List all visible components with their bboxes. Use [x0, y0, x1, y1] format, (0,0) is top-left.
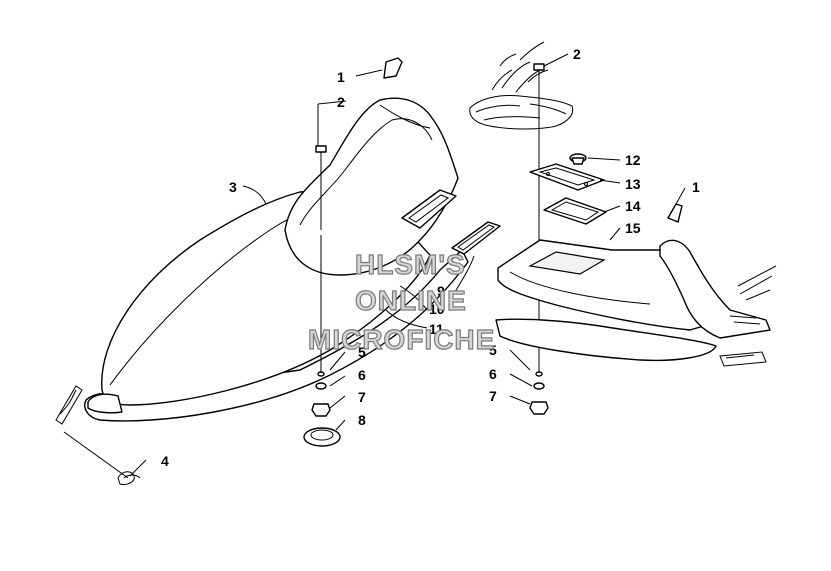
part-5-washer-right [535, 371, 543, 377]
callout-10: 10 [429, 301, 445, 317]
backrest-vent-opening [401, 189, 457, 229]
part-8-grommet [303, 427, 341, 447]
part-1-pad-right [667, 203, 683, 223]
callout-13: 13 [625, 176, 641, 192]
callout-7-left: 7 [358, 389, 366, 405]
backrest-inner-contour [299, 118, 433, 226]
hand-illustration [469, 41, 574, 130]
part-6-washer-right [533, 382, 545, 390]
callout-12: 12 [625, 152, 641, 168]
callout-5-right: 5 [489, 342, 497, 358]
callout-4: 4 [161, 453, 169, 469]
callout-1-upper: 1 [337, 69, 345, 85]
callout-leaders [129, 53, 686, 477]
callout-15: 15 [625, 220, 641, 236]
callout-1-right: 1 [692, 179, 700, 195]
part-9-grille [451, 221, 501, 255]
seat-assembly-left [84, 97, 469, 422]
callout-6-right: 6 [489, 366, 497, 382]
tray-well [528, 251, 606, 275]
part-13-plate [529, 163, 605, 191]
callout-8: 8 [358, 412, 366, 428]
part-15-rear-tray [495, 239, 777, 367]
part-12-button [569, 153, 587, 165]
backrest-cap-contour [379, 104, 431, 129]
part-2-screw-right [533, 63, 545, 90]
part-1-pad-upper [383, 57, 403, 79]
watermark-line-3: MICROFICHE [308, 324, 495, 355]
callout-11: 11 [429, 321, 444, 337]
watermark-line-2: ONLINE [355, 285, 467, 316]
fastener-stack-right [529, 371, 549, 415]
part-14-gasket [543, 197, 607, 225]
seat-backrest [284, 97, 459, 276]
rear-frame-arm [659, 239, 771, 339]
callout-7-right: 7 [489, 388, 497, 404]
rear-underside [495, 318, 717, 362]
callout-labels: 1 2 3 4 5 6 7 8 9 10 11 2 12 13 1 14 15 … [161, 46, 700, 469]
part-7-nut-right [529, 401, 549, 415]
part-5-washer-left [317, 371, 325, 377]
part-4-clip [55, 385, 141, 485]
watermark-line-1: HLSM'S [355, 249, 466, 280]
backrest-vent-inner [408, 194, 449, 223]
part-7-nut-left [311, 403, 331, 417]
callout-5-left: 5 [358, 344, 366, 360]
callout-14: 14 [625, 198, 641, 214]
callout-2-right: 2 [573, 46, 581, 62]
part-6-washer-left [315, 382, 327, 390]
callout-3: 3 [229, 179, 237, 195]
part-2-screw-left [315, 145, 327, 230]
callout-2-left: 2 [337, 94, 345, 110]
watermark: HLSM'S ONLINE MICROFICHE [307, 248, 495, 355]
callout-9: 9 [437, 283, 445, 299]
callout-6-left: 6 [358, 367, 366, 383]
fastener-stack-left [303, 235, 341, 447]
seat-nose-trim [87, 393, 123, 414]
